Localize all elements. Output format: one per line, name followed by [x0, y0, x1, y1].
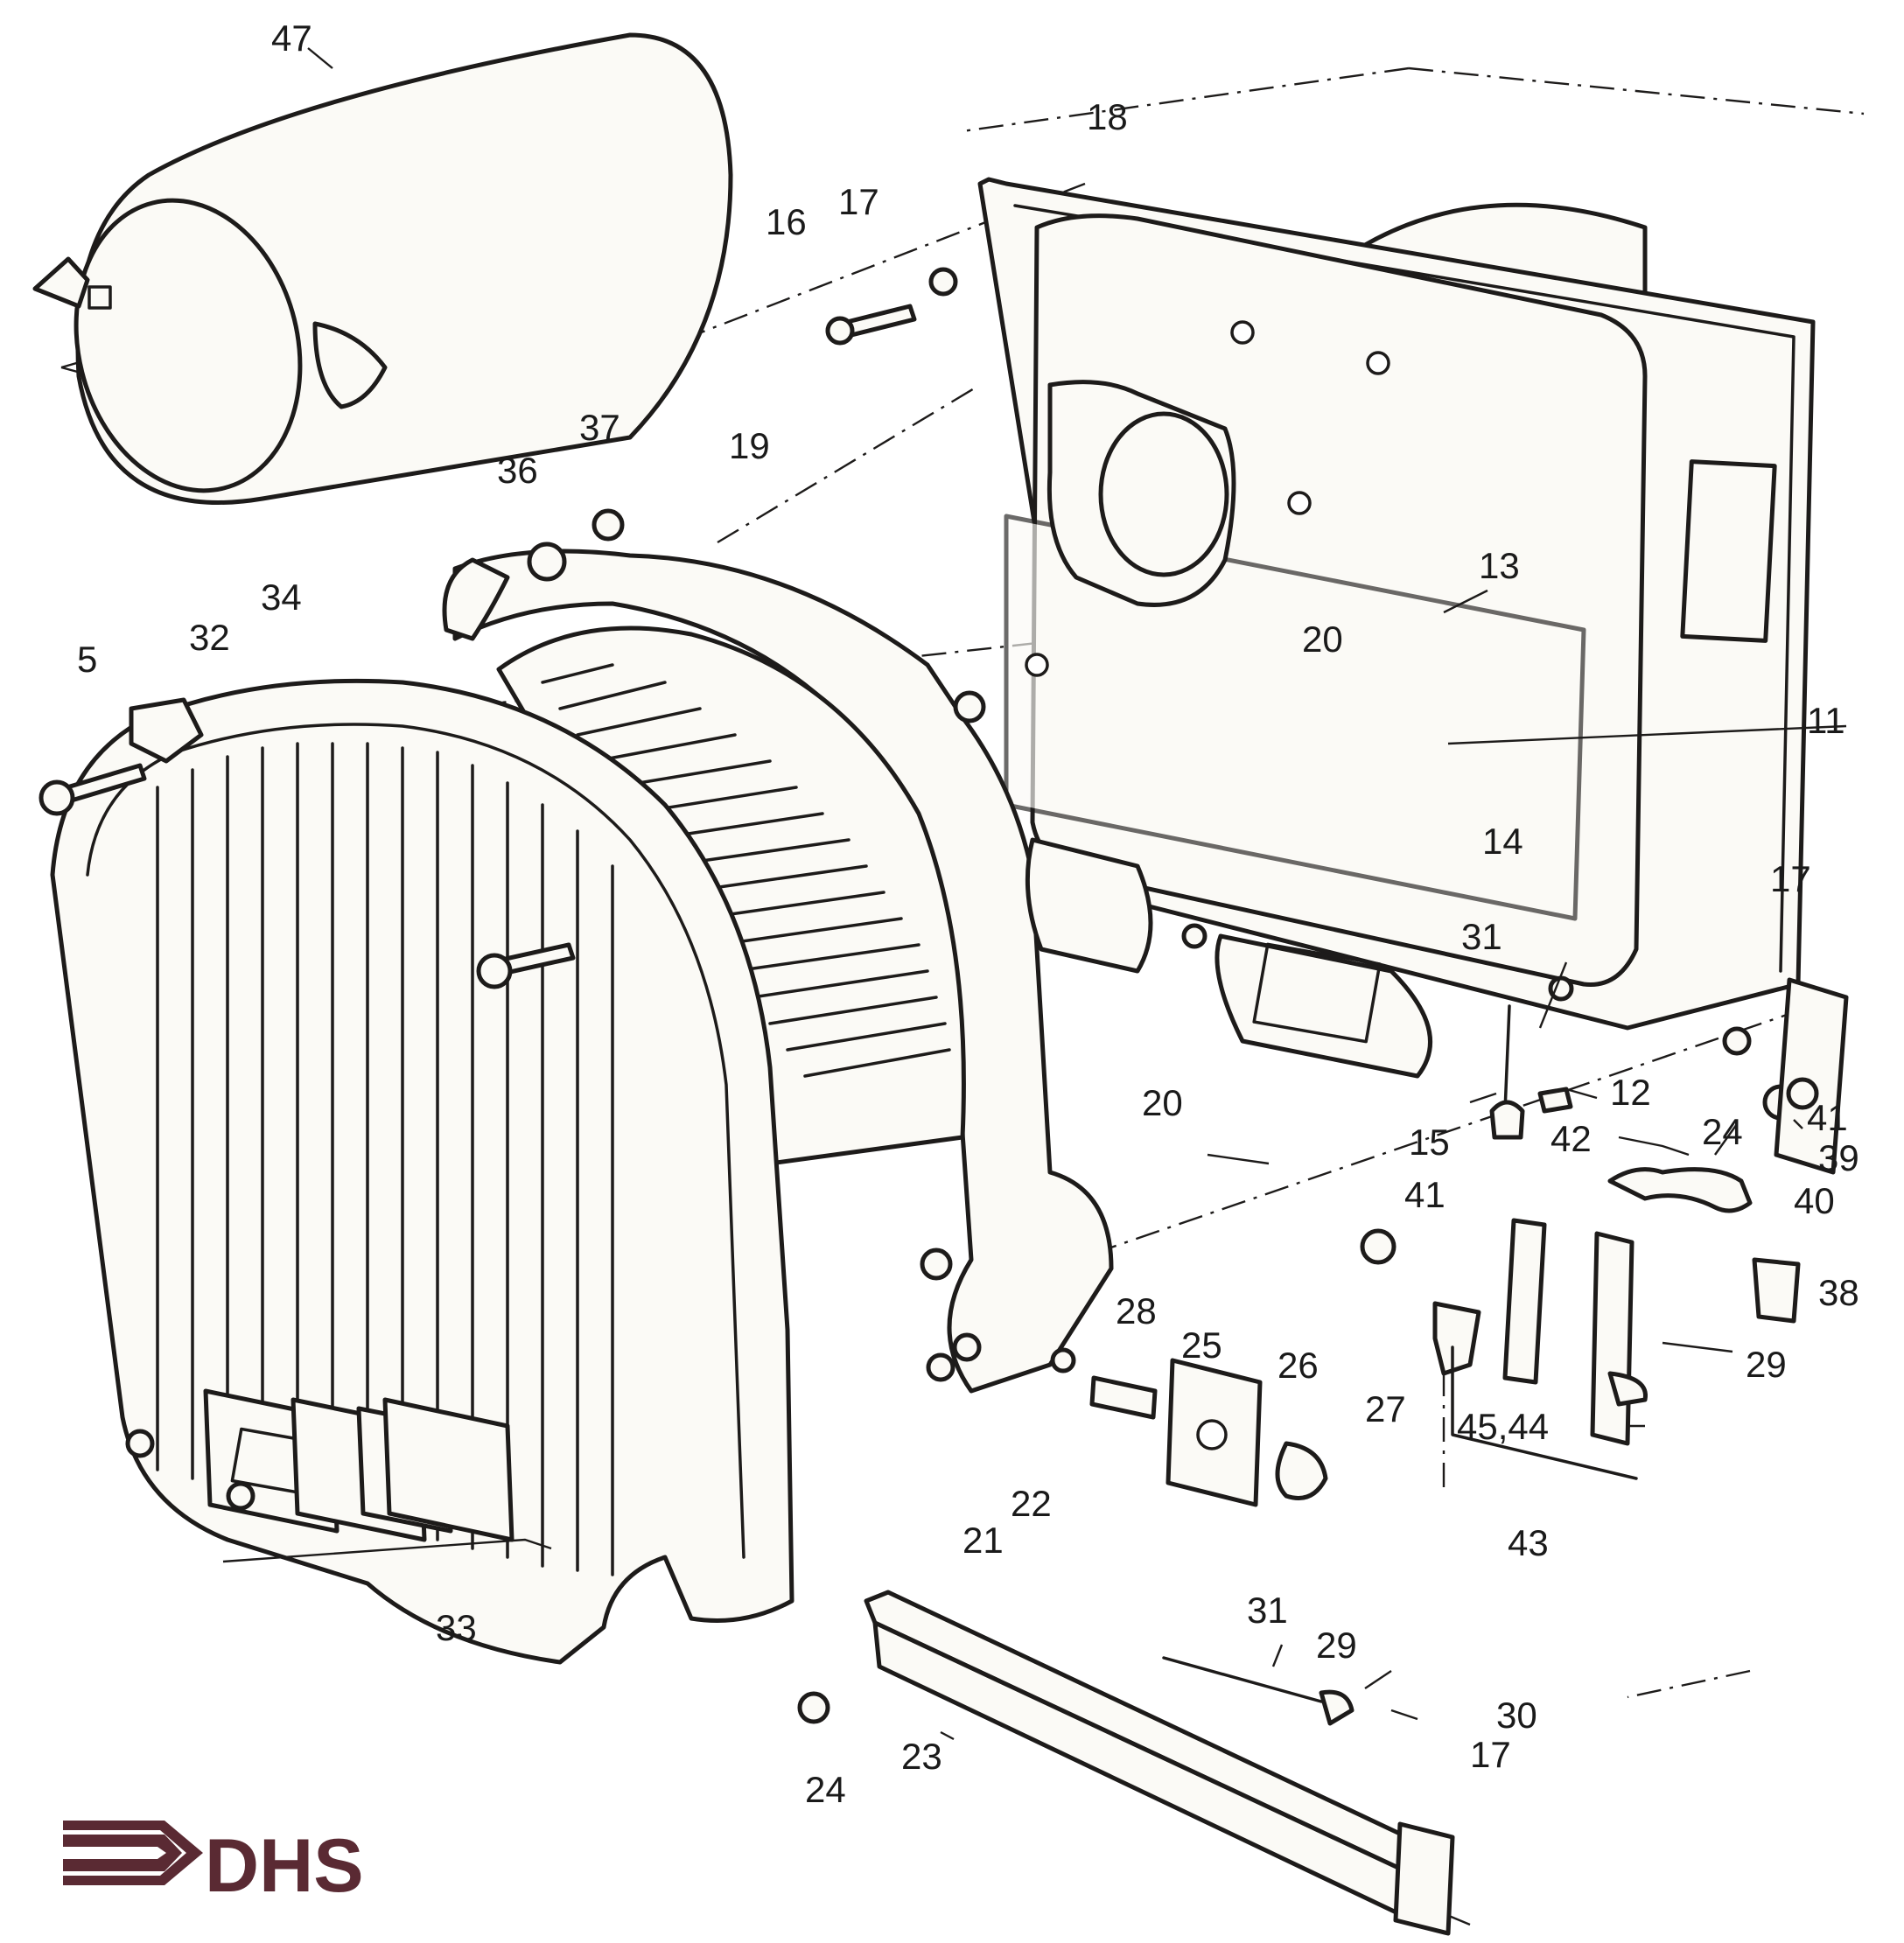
callout-16: 16: [766, 201, 807, 242]
callout-20-left: 20: [1142, 1082, 1183, 1123]
callout-5: 5: [77, 639, 97, 680]
callout-22: 22: [1011, 1483, 1052, 1524]
callout-24-bottom: 24: [805, 1769, 846, 1810]
callout-43: 43: [1508, 1522, 1549, 1563]
dhs-logo: DHS: [63, 1821, 364, 1908]
callout-17-right: 17: [1770, 858, 1811, 899]
logo-text: DHS: [205, 1824, 364, 1908]
bracket-fittings: [1752, 977, 1849, 1324]
callout-18: 18: [1087, 96, 1128, 137]
burner-bar: [864, 1590, 1455, 1936]
callout-45-44: 45,44: [1457, 1406, 1549, 1447]
callout-32: 32: [189, 617, 230, 658]
callout-13: 13: [1479, 545, 1520, 586]
callout-labels: 47 18 17 16 37 19 36 34 32 5 13 20 11 14…: [77, 17, 1859, 1810]
callout-41-right: 41: [1807, 1097, 1848, 1138]
callout-38: 38: [1818, 1272, 1859, 1313]
thermocouple: [1489, 1004, 1573, 1140]
callout-36: 36: [497, 450, 538, 491]
callout-leaders: [222, 47, 1847, 1741]
callout-11: 11: [1807, 700, 1845, 741]
callout-23: 23: [901, 1736, 942, 1777]
callout-29-bottom: 29: [1316, 1625, 1357, 1666]
callout-24-right: 24: [1702, 1111, 1743, 1152]
callout-41-left: 41: [1404, 1174, 1446, 1215]
callout-19: 19: [729, 425, 770, 466]
callout-30: 30: [1496, 1695, 1537, 1736]
callout-26: 26: [1278, 1345, 1319, 1386]
callout-29-right: 29: [1746, 1344, 1787, 1385]
callout-14: 14: [1482, 821, 1523, 862]
callout-31: 31: [1461, 916, 1502, 957]
callout-40: 40: [1794, 1180, 1835, 1221]
callout-17-bottom: 17: [1470, 1734, 1511, 1775]
callout-39: 39: [1818, 1137, 1859, 1178]
callout-17: 17: [838, 181, 879, 222]
gaskets: [1025, 837, 1432, 1079]
callout-27: 27: [1365, 1388, 1406, 1429]
callout-33: 33: [436, 1607, 477, 1648]
callout-47: 47: [271, 17, 312, 59]
callout-21: 21: [962, 1520, 1004, 1561]
callout-20-top: 20: [1302, 619, 1343, 660]
callout-34: 34: [261, 577, 302, 618]
gas-valve-assembly: [1432, 1167, 1753, 1480]
callout-12: 12: [1610, 1072, 1651, 1113]
callout-31-bottom: 31: [1247, 1590, 1288, 1631]
cylinder-tank: [32, 32, 733, 505]
back-panel: [977, 177, 1816, 1031]
callout-28: 28: [1116, 1290, 1157, 1331]
small-parts-right: [1050, 1347, 1328, 1507]
callout-15: 15: [1409, 1122, 1450, 1163]
callout-25: 25: [1181, 1324, 1222, 1366]
heat-exchanger-fins: [541, 663, 951, 1078]
callout-42: 42: [1550, 1118, 1592, 1159]
callout-37: 37: [579, 407, 620, 448]
